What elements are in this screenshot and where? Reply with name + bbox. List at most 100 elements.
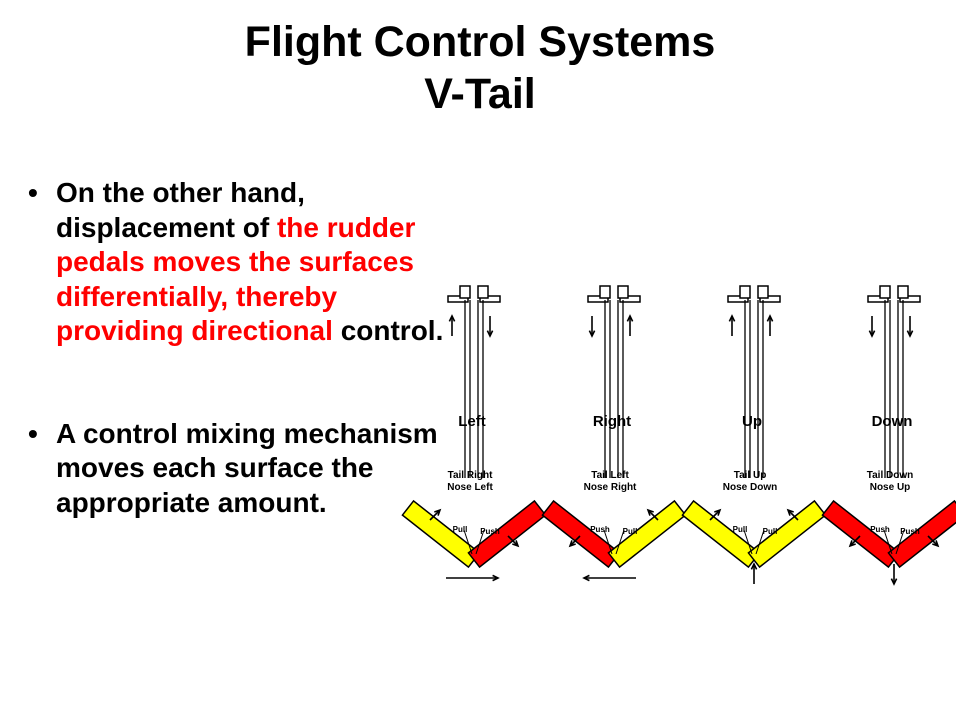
caption-nose: Nose Right: [584, 482, 637, 493]
fin-arrow-left-shaft: [849, 535, 861, 547]
bullet-dot: •: [28, 177, 38, 208]
fin-arrow-left: [709, 508, 722, 521]
rod-arrow-up: [448, 314, 456, 336]
rod-arrow-down-head: [486, 330, 494, 338]
linkage-label-left: Push: [870, 525, 890, 534]
pedal-bracket-right: [617, 285, 629, 299]
pedal-bracket-left: [879, 285, 891, 299]
fin-arrow-right: [927, 535, 940, 548]
caption-nose: Nose Up: [870, 482, 911, 493]
fin-left: [541, 499, 621, 569]
pedal-left: [867, 295, 889, 303]
pedal-bracket-left: [739, 285, 751, 299]
fin-arrow-right-head: [512, 540, 520, 548]
pedal-bracket-right: [897, 285, 909, 299]
fin-arrow-right-shaft: [507, 535, 519, 547]
result-arrow-up-head: [750, 562, 758, 570]
rod-arrow-up: [728, 314, 736, 336]
result-arrow-right-head: [492, 574, 500, 582]
caption-nose: Nose Down: [723, 482, 777, 493]
fin-arrow-right-shaft: [787, 509, 799, 521]
linkage-label-right: Push: [480, 527, 500, 536]
rod-arrow-down: [906, 316, 914, 338]
result-arrow-down: [890, 564, 898, 586]
linkage-left: [883, 529, 893, 555]
fin-right: [607, 499, 687, 569]
rod-arrow-up-head: [448, 314, 456, 322]
linkage-left: [743, 529, 753, 555]
fin-right: [887, 499, 956, 569]
rod-arrow-up-head: [728, 314, 736, 322]
fin-left: [681, 499, 761, 569]
result-arrow-right: [446, 574, 500, 582]
linkage-label-right: Pull: [623, 527, 638, 536]
fin-arrow-right-shaft: [647, 509, 659, 521]
fin-arrow-left-shaft: [709, 509, 721, 521]
rod-arrow-up: [626, 314, 634, 336]
pedal-bracket-right: [477, 285, 489, 299]
bullet-text-2: A control mixing mechanism moves each su…: [56, 417, 438, 518]
caption-tail: Tail Down: [867, 470, 913, 481]
fin-arrow-left-head: [434, 508, 442, 516]
pedal-left: [447, 295, 469, 303]
result-arrow-up: [750, 562, 758, 584]
rod-arrow-down: [868, 316, 876, 338]
linkage-left: [603, 529, 613, 555]
linkage-left: [463, 529, 473, 555]
title-line-2: V-Tail: [424, 70, 536, 118]
rod-arrow-down-head: [906, 330, 914, 338]
fin-arrow-right: [786, 508, 799, 521]
pedal-right: [759, 295, 781, 303]
rod-arrow-down: [588, 316, 596, 338]
fin-arrow-left-shaft: [569, 535, 581, 547]
bullet-text-1-a: On the other hand, displacement of: [56, 177, 305, 243]
slide-title: Flight Control Systems V-Tail: [0, 16, 960, 120]
rod-arrow-up: [766, 314, 774, 336]
pedal-bracket-left: [459, 285, 471, 299]
bullet-item: • On the other hand, displacement of the…: [28, 176, 448, 349]
bullet-text-1-c: control.: [332, 315, 444, 346]
linkage-right: [895, 529, 905, 555]
fin-arrow-right: [646, 508, 659, 521]
caption-tail: Tail Left: [591, 470, 629, 481]
title-line-1: Flight Control Systems: [244, 18, 716, 66]
linkage-label-left: Pull: [733, 525, 748, 534]
linkage-label-left: Pull: [453, 525, 468, 534]
pedal-left: [587, 295, 609, 303]
rod-arrow-up-head: [766, 314, 774, 322]
pedal-bracket-left: [599, 285, 611, 299]
panel-label: Right: [593, 413, 631, 430]
panel-label: Left: [458, 413, 486, 430]
result-arrow-left-head: [582, 574, 590, 582]
fin-arrow-right: [507, 535, 520, 548]
bullet-list: • On the other hand, displacement of the…: [28, 176, 448, 520]
panel-label: Down: [872, 413, 913, 430]
fin-arrow-right-shaft: [927, 535, 939, 547]
linkage-label-left: Push: [590, 525, 610, 534]
caption-tail: Tail Right: [448, 470, 493, 481]
bullet-text-1-highlight: the rudder pedals moves the surfaces dif…: [56, 211, 416, 347]
fin-arrow-left-head: [714, 508, 722, 516]
linkage-label-right: Pull: [763, 527, 778, 536]
linkage-right: [615, 529, 625, 555]
rod-arrow-down-head: [588, 330, 596, 338]
fin-arrow-left: [568, 535, 581, 548]
pedal-left: [727, 295, 749, 303]
fin-arrow-right-head: [932, 540, 940, 548]
pedal-right: [479, 295, 501, 303]
fin-arrow-left: [848, 535, 861, 548]
fin-arrow-right-head: [786, 508, 794, 516]
pedal-right: [899, 295, 921, 303]
result-arrow-left: [582, 574, 636, 582]
fin-arrow-left: [429, 508, 442, 521]
fin-arrow-left-shaft: [429, 509, 441, 521]
rod-arrow-up-head: [626, 314, 634, 322]
caption-nose: Nose Left: [447, 482, 493, 493]
fin-left: [401, 499, 481, 569]
fin-left: [821, 499, 901, 569]
